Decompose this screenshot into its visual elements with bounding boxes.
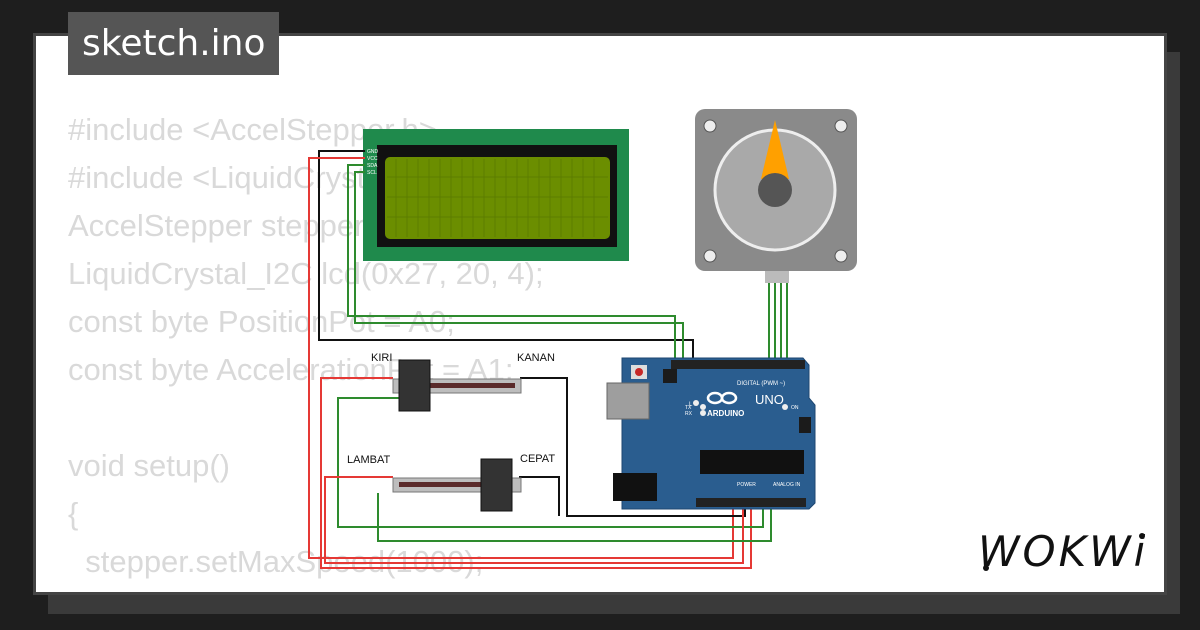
code-line: void setup(): [68, 448, 230, 483]
led-tx: [700, 404, 706, 410]
pot1-right-label: KANAN: [517, 352, 555, 364]
logo-text: WOKWi: [978, 527, 1149, 576]
arduino-brand: ARDUINO: [707, 409, 744, 418]
usb-port: [606, 382, 650, 420]
wires: [308, 150, 788, 569]
logo-dots: [983, 533, 1145, 571]
rx-label: RX: [685, 411, 693, 417]
lcd-char-grid: [387, 159, 608, 237]
on-label: ON: [791, 405, 799, 411]
power-label: POWER: [737, 482, 756, 488]
digital-header: [671, 360, 805, 369]
project-card: #include <AccelStepper.h> #include <Liqu…: [33, 33, 1167, 595]
led-on: [782, 404, 788, 410]
arduino-model: UNO: [755, 392, 784, 407]
pot1-left-label: KIRI: [371, 352, 392, 364]
slide-potentiometer-2[interactable]: LAMBAT CEPAT: [347, 453, 555, 512]
pot-knob[interactable]: [398, 359, 431, 412]
code-line: const byte PositionPot = A0;: [68, 304, 455, 339]
digital-label: DIGITAL (PWM ~): [737, 381, 785, 387]
code-line: stepper.setMaxSpeed(1000);: [68, 544, 484, 579]
lcd-pin-vcc: VCC: [367, 156, 378, 162]
code-line: LiquidCrystal_I2C lcd(0x27, 20, 4);: [68, 256, 544, 291]
power-analog-header: [696, 498, 806, 507]
code-line: {: [68, 496, 79, 531]
pot2-right-label: CEPAT: [520, 453, 555, 465]
lcd-pin-gnd: GND: [367, 149, 379, 155]
code-line: stepper.setAcceleration(50);: [68, 592, 471, 595]
pot-slot: [423, 383, 515, 388]
reset-button-cap: [635, 368, 643, 376]
arduino-infinity-logo: [706, 391, 738, 405]
stepper-screw: [834, 119, 848, 133]
stepper-screw: [703, 249, 717, 263]
stepper-connector: [765, 271, 789, 283]
arduino-uno-board[interactable]: DIGITAL (PWM ~) L TX RX ARDUINO UNO ON P…: [606, 357, 816, 510]
wokwi-logo: WOKWi: [978, 528, 1150, 576]
pot2-left-label: LAMBAT: [347, 454, 390, 466]
lcd-pin-sda: SDA: [367, 163, 378, 169]
analog-label: ANALOG IN: [773, 482, 801, 488]
lcd-screen: [385, 157, 610, 239]
dc-jack: [613, 473, 657, 501]
circuit-diagram: GND VCC SDA SCL: [308, 109, 857, 569]
stepper-shaft: [758, 173, 792, 207]
led-l: [693, 400, 699, 406]
icsp2-header: [799, 417, 811, 433]
sketch-filename-tab[interactable]: sketch.ino: [68, 12, 280, 75]
tx-label: TX: [685, 405, 692, 411]
stepper-motor[interactable]: [695, 109, 857, 283]
lcd-pin-scl: SCL: [367, 170, 377, 176]
slide-potentiometer-1[interactable]: KIRI KANAN: [371, 352, 555, 412]
pot-slot: [399, 482, 481, 487]
stepper-screw: [834, 249, 848, 263]
lcd-module[interactable]: GND VCC SDA SCL: [363, 129, 629, 261]
stepper-screw: [703, 119, 717, 133]
atmega-chip: [700, 450, 804, 474]
l-label: L: [689, 402, 693, 408]
led-rx: [700, 410, 706, 416]
stepper-indicator: [761, 120, 789, 179]
pot-knob[interactable]: [480, 458, 513, 512]
icsp-header: [663, 369, 677, 383]
